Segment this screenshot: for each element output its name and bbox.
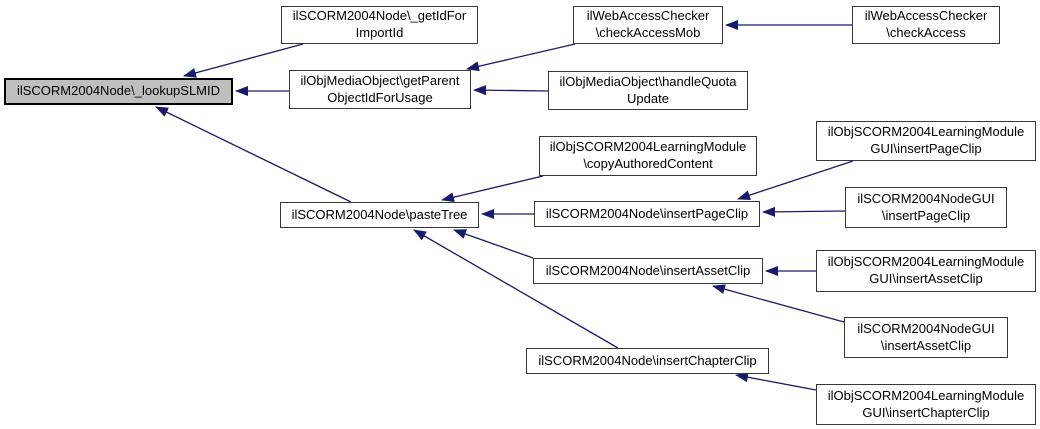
node-insert-page-clip[interactable]: ilSCORM2004Node\insertPageClip xyxy=(534,201,760,227)
edge-nodeguiinsertpageclip-to-insertpageclip xyxy=(762,206,846,217)
node-copy-authored-content[interactable]: ilObjSCORM2004LearningModule \copyAuthor… xyxy=(539,136,757,176)
edge-nodeguiinsertassetclip-to-insertassetclip xyxy=(712,284,845,323)
edge-insertassetclip-to-pastetree xyxy=(453,229,534,259)
node-paste-tree[interactable]: ilSCORM2004Node\pasteTree xyxy=(280,202,479,228)
node-insert-asset-clip[interactable]: ilSCORM2004Node\insertAssetClip xyxy=(533,258,763,284)
node-nodegui-insert-asset-clip[interactable]: ilSCORM2004NodeGUI \insertAssetClip xyxy=(844,317,1008,358)
edge-guiinsertchapterclip-to-insertchapterclip xyxy=(735,372,817,391)
edge-checkaccessmob-to-getparentobjectidforusage xyxy=(466,43,576,72)
edge-getidforimportid-to-lookupslmid xyxy=(183,43,304,78)
node-check-access-mob[interactable]: ilWebAccessChecker \checkAccessMob xyxy=(573,6,723,44)
edge-insertchapterclip-to-pastetree xyxy=(413,229,619,349)
node-nodegui-insert-page-clip[interactable]: ilSCORM2004NodeGUI \insertPageClip xyxy=(845,187,1007,228)
edge-handlequotaupdate-to-getparentobjectidforusage xyxy=(473,85,549,96)
node-get-id-for-import-id[interactable]: ilSCORM2004Node\_getIdFor ImportId xyxy=(281,6,478,44)
edge-guiinsertpageclip-to-insertpageclip xyxy=(737,160,854,200)
node-gui-insert-asset-clip[interactable]: ilObjSCORM2004LearningModule GUI\insertA… xyxy=(816,250,1036,292)
node-lookup-slmid: ilSCORM2004Node\_lookupSLMID xyxy=(4,78,233,105)
node-check-access[interactable]: ilWebAccessChecker \checkAccess xyxy=(852,6,1000,44)
node-insert-chapter-clip[interactable]: ilSCORM2004Node\insertChapterClip xyxy=(526,348,769,374)
node-gui-insert-chapter-clip[interactable]: ilObjSCORM2004LearningModule GUI\insertC… xyxy=(816,384,1036,425)
node-get-parent-object-id-for-usage[interactable]: ilObjMediaObject\getParent ObjectIdForUs… xyxy=(289,70,471,109)
node-gui-insert-page-clip[interactable]: ilObjSCORM2004LearningModule GUI\insertP… xyxy=(816,121,1036,161)
edge-pastetree-to-lookupslmid xyxy=(155,106,352,203)
edge-copyauthoredcontent-to-pastetree xyxy=(441,175,544,203)
node-handle-quota-update[interactable]: ilObjMediaObject\handleQuota Update xyxy=(548,71,748,110)
